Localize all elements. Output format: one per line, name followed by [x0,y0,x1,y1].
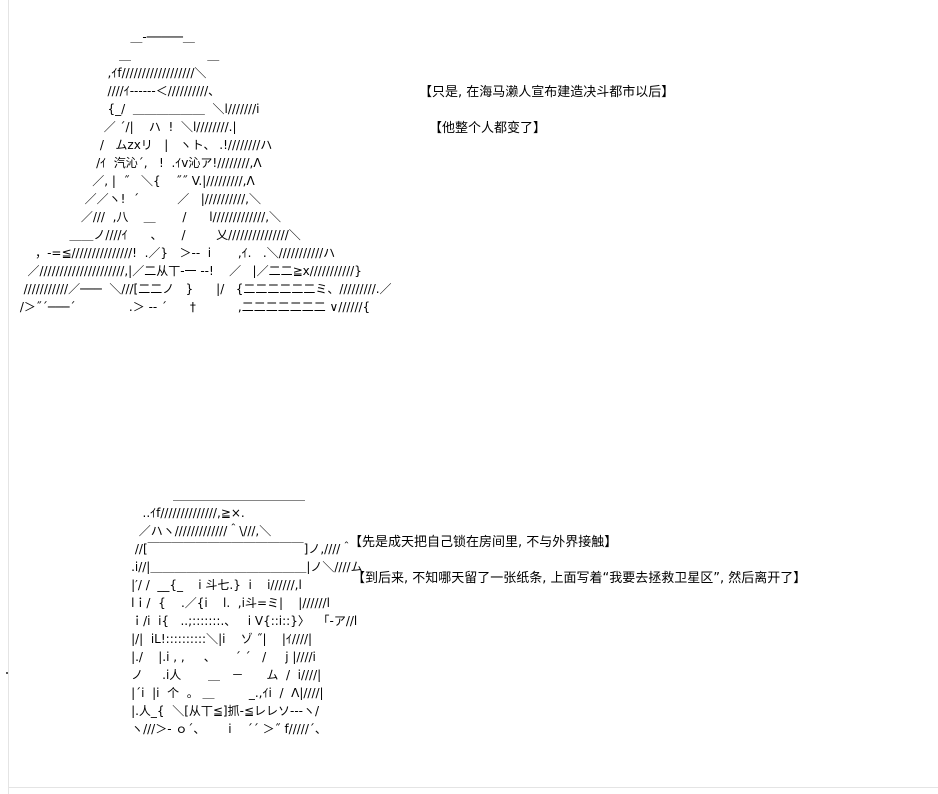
ascii-art-line: / ムzxリ | ヽト、 .!////////ハ [16,138,273,152]
ascii-art-line: ／, | ˝ ＼{ ˝˝ V.|/////////,Λ [16,174,255,188]
ascii-art-line: ..ｲf//////////////,≧×. [112,506,245,520]
ascii-art-line: |/| iL!::::::::::＼|i ゾ ˝| |ｲ////| [112,632,313,646]
ascii-art-line: |.人_{ ＼[从丅≦]抓‐≦レレソ‐‐‐ヽ/ [112,704,320,718]
ascii-art-line: ///////////／─── ＼///[二二ノ } |/ {二二二二二二ミ、/… [16,282,392,296]
ascii-art-line: ｉ/i i{ ..;:::::::.、 i V{::i::}〉 「‐ア//l [112,614,358,628]
ascii-art-line: ，‐=≦///////////////! .／} ＞‐‐ i ,ｲ. .＼///… [16,246,336,260]
ascii-art-line: /ｲ 汽沁´, ! .ｲv沁ア!////////,Λ [16,156,262,170]
ascii-art-line: ／/// ,八 ＿ / l/////////////,＼ [16,210,282,224]
ascii-art-line: ノ .i人 ＿ － ム / i////| [112,668,322,682]
ascii-art-line: //[￣￣￣￣￣￣￣￣￣￣￣￣￣]ノ,////＾ [112,542,353,556]
ascii-art-line: ////ｲ‐‐‐‐‐‐＜//////////、 [16,84,221,98]
ascii-art-line: /＞˝´───´ .＞ ‐‐ ´ † ,二二二二二二二 ∨//////{ [16,300,371,314]
ascii-art-line: .i//|＿＿＿＿＿＿＿＿＿＿＿＿＿|ノ＼////ム [112,560,363,574]
ascii-art-line: ／ ´/| ハ ! ＼l////////.| [16,120,237,134]
ascii-art-line: ,ｲf//////////////////＼ [16,66,207,80]
ascii-art-line: ＿ ＿ [16,48,220,62]
stray-dot [6,672,8,674]
speech-line-4: 【到后来, 不知哪天留了一张纸条, 上面写着“我要去拯救卫星区”, 然后离开了】 [352,571,807,586]
ascii-art-line: ＿＿ノ////ｲ 、 / 乂///////////////＼ [16,228,301,242]
ascii-art-line: {_/ ＿＿＿＿＿＿ ＼l///////i [16,102,260,116]
ascii-art-character-top: ＿‐─────＿ ＿ ＿ ,ｲf//////////////////＼ ////… [16,28,392,316]
ascii-art-line: ＿‐─────＿ [16,30,195,44]
ascii-art-line: ／/////////////////////,|／二从丅‐一 ‐‐! ／ |／二… [16,264,362,278]
page-border-left [8,0,9,794]
ascii-art-line: |′/ / __{_ i 斗七.} i i//////,l [112,578,302,592]
speech-line-2: 【他整个人都变了】 [429,121,547,136]
page-border-bottom [8,787,938,788]
ascii-art-line: ／／ヽ! ´ ／ |//////////,＼ [16,192,261,206]
speech-line-3: 【先是成天把自己锁在房间里, 不与外界接触】 [349,535,618,550]
ascii-art-line: ＿＿＿＿＿＿＿＿＿＿＿ [112,488,306,502]
ascii-art-line: |´i |i 个 。 ＿ _.,ｲi / Λ|////| [112,686,324,700]
ascii-art-line: ヽ///＞‐ ｏ´、 i ´´ ＞˝ f/////´、 [112,722,327,736]
ascii-art-line: ／ハヽ/////////////＾\///,＼ [112,524,272,538]
ascii-art-line: lｉ/ { .／{i l. ,i斗=ミ| |//////l [112,596,330,610]
speech-line-1: 【只是, 在海马濑人宣布建造决斗都市以后】 [419,85,675,100]
ascii-art-character-bottom: ＿＿＿＿＿＿＿＿＿＿＿ ..ｲf//////////////,≧×. ／ハヽ//… [112,486,363,738]
ascii-art-line: |./ |.i , , 、 ´ ´ / j |////i [112,650,316,664]
